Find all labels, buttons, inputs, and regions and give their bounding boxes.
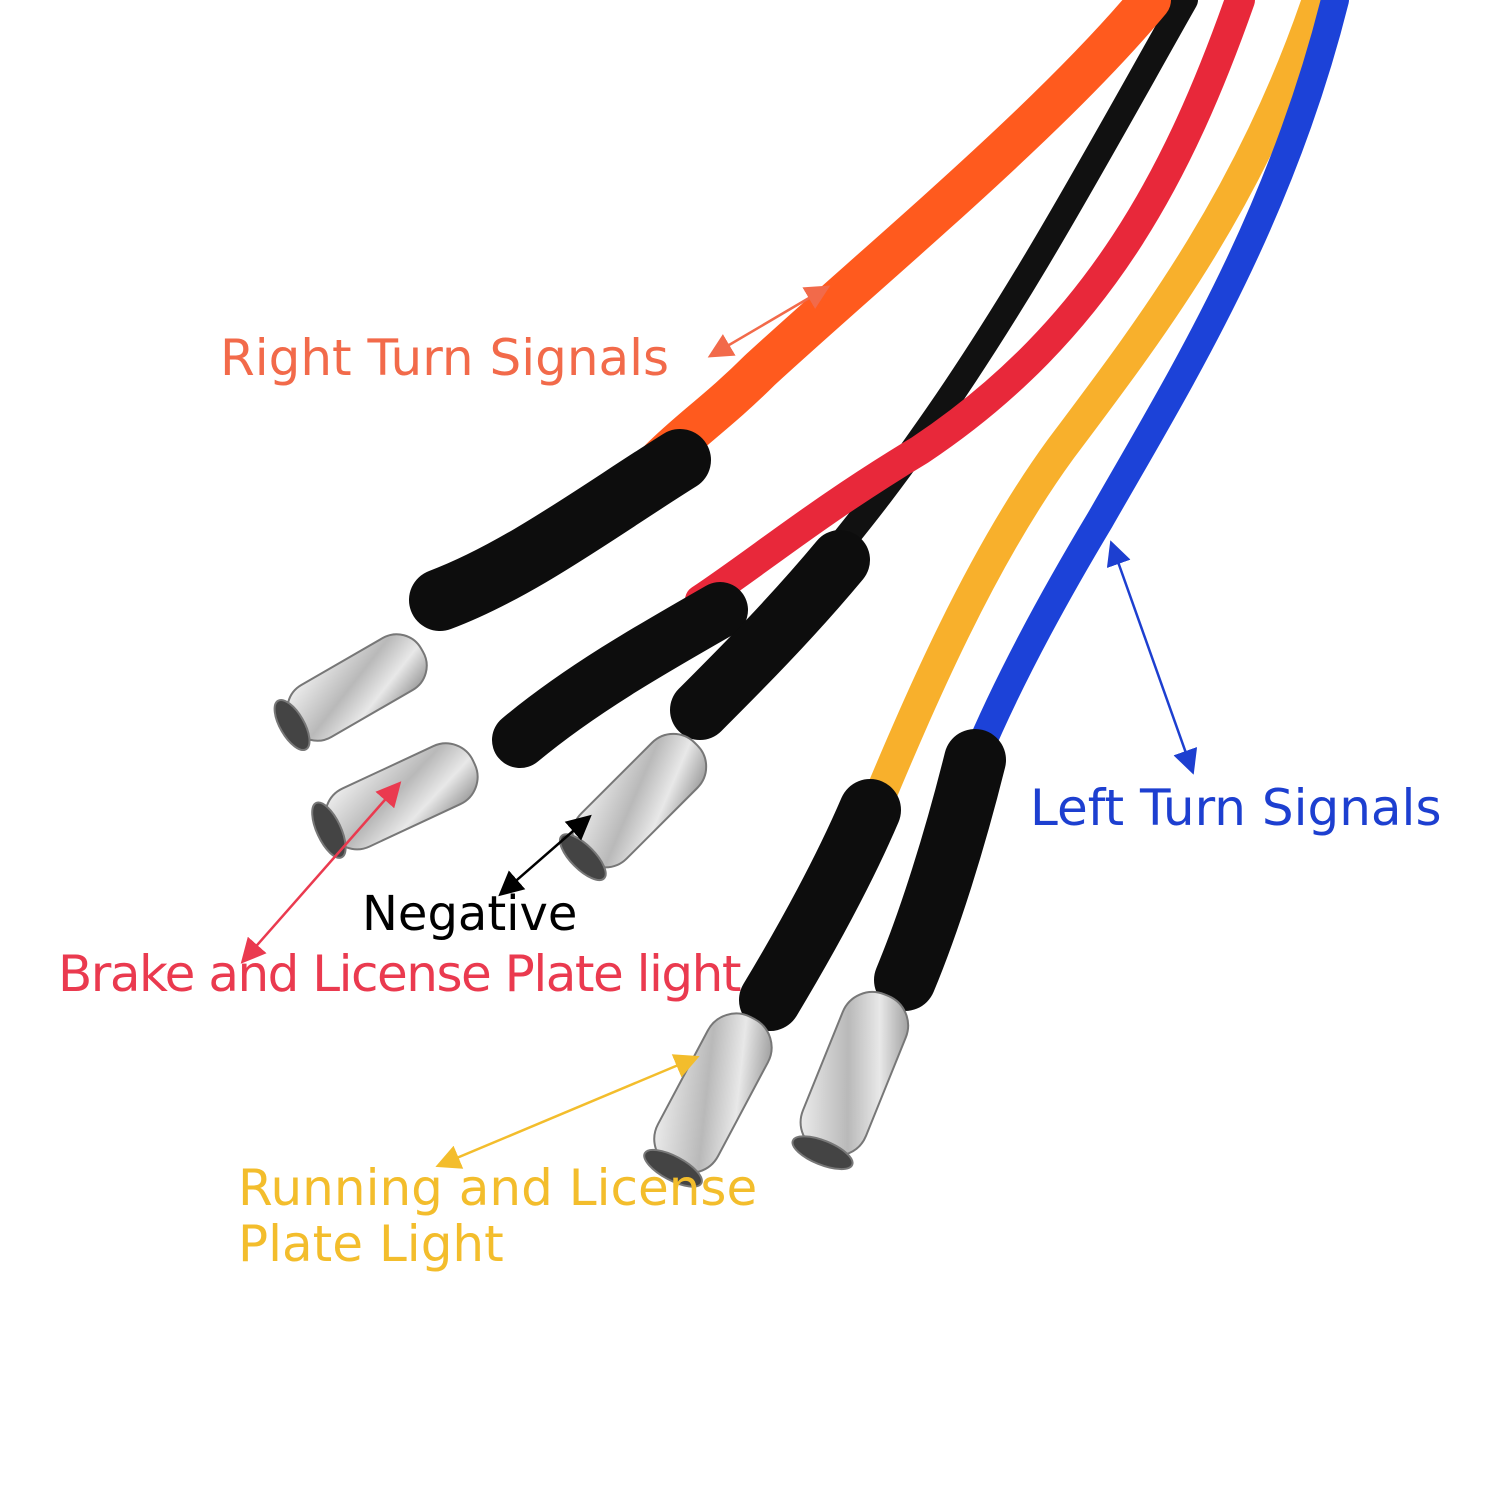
connector-black [558, 732, 708, 882]
connector-orange [273, 633, 428, 751]
sleeve-yellow [739, 779, 901, 1031]
running-license-plate-label: Running and License Plate Light [238, 1160, 838, 1272]
right-turn-signals-label: Right Turn Signals [220, 329, 670, 387]
blue-wire [961, 0, 1349, 774]
arrow-right-turn [707, 285, 831, 358]
wires [639, 0, 1349, 836]
orange-wire [639, 0, 1171, 481]
arrow-running [435, 1054, 700, 1169]
arrow-negative [498, 814, 592, 897]
connector-blue [791, 991, 910, 1171]
sleeve-blue [874, 729, 1006, 1011]
running-label-line-2: Plate Light [238, 1215, 504, 1273]
negative-label: Negative [362, 886, 578, 942]
sleeve-orange [409, 429, 711, 631]
arrow-brake [240, 781, 402, 964]
sleeve-black [670, 530, 870, 740]
red-wire [685, 0, 1255, 615]
brake-license-plate-label: Brake and License Plate light [58, 945, 741, 1003]
sleeve-red [492, 582, 748, 768]
running-label-line-1: Running and License [238, 1159, 758, 1217]
heat-shrink-sleeves [409, 429, 1006, 1031]
yellow-wire [854, 0, 1334, 836]
leader-arrows [240, 285, 1198, 1169]
left-turn-signals-label: Left Turn Signals [1030, 779, 1442, 837]
connector-red [311, 742, 479, 859]
arrow-left-turn [1106, 540, 1198, 775]
